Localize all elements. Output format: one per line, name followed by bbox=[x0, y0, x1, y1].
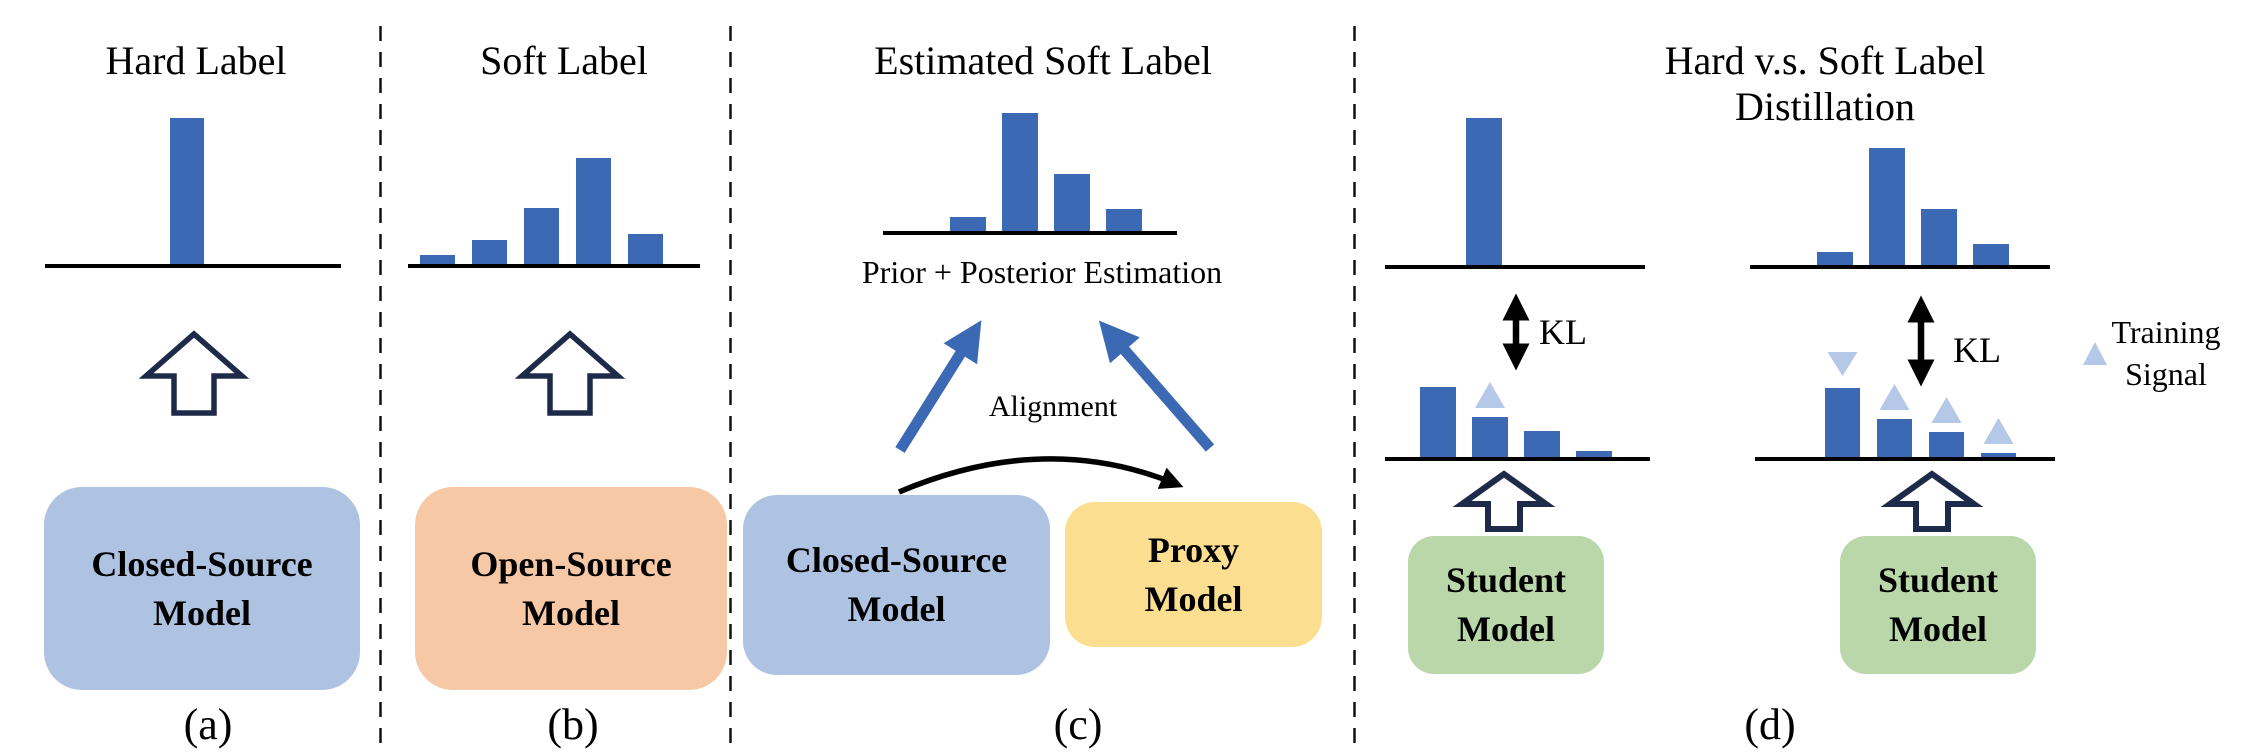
closed-source-model-box-c: Closed-Source Model bbox=[743, 495, 1050, 675]
probability-bar bbox=[170, 118, 204, 266]
soft-label-distribution bbox=[420, 158, 663, 266]
student-model-box-right: Student Model bbox=[1840, 536, 2036, 674]
alignment-arrow bbox=[897, 456, 1184, 495]
kl-label-left: KL bbox=[1539, 312, 1587, 352]
probability-bar bbox=[1817, 252, 1853, 267]
caption-c: (c) bbox=[1053, 700, 1103, 749]
probability-bar bbox=[1825, 388, 1860, 459]
panel-d-title: Hard v.s. Soft Label Distillation bbox=[1664, 38, 1986, 129]
training-signal-up-triangle bbox=[1475, 382, 1505, 408]
panel-a-title: Hard Label bbox=[105, 38, 287, 83]
probability-bar bbox=[1054, 174, 1090, 233]
probability-bar bbox=[1466, 118, 1502, 267]
hard-teacher-distribution bbox=[1466, 118, 1502, 267]
probability-bar bbox=[1002, 113, 1038, 233]
soft-student-distribution bbox=[1825, 352, 2016, 459]
closed-source-model-box-a: Closed-Source Model bbox=[44, 487, 360, 690]
training-signal-up-triangle bbox=[1983, 418, 2014, 444]
prior-posterior-caption: Prior + Posterior Estimation bbox=[861, 254, 1223, 290]
probability-bar bbox=[576, 158, 611, 266]
caption-b: (b) bbox=[547, 700, 599, 749]
alignment-label: Alignment bbox=[988, 390, 1118, 423]
probability-bar bbox=[1576, 451, 1612, 459]
probability-bar bbox=[1106, 209, 1142, 233]
training-signal-legend-label: Training Signal bbox=[2111, 314, 2221, 392]
probability-bar bbox=[950, 217, 986, 233]
soft-teacher-distribution bbox=[1817, 148, 2009, 267]
probability-bar bbox=[1524, 431, 1560, 459]
up-block-arrow-a bbox=[138, 330, 250, 416]
probability-bar bbox=[1420, 387, 1456, 459]
student-model-box-left: Student Model bbox=[1408, 536, 1604, 674]
up-block-arrow-d-right bbox=[1880, 470, 1984, 532]
training-signal-down-triangle bbox=[1827, 352, 1858, 376]
probability-bar bbox=[1981, 453, 2016, 459]
estimated-soft-label-distribution bbox=[950, 113, 1142, 233]
probability-bar bbox=[1472, 417, 1508, 459]
training-signal-triangle-icon bbox=[2083, 342, 2107, 365]
probability-bar bbox=[1877, 419, 1912, 459]
probability-bar bbox=[1973, 244, 2009, 267]
panel-c-title: Estimated Soft Label bbox=[874, 38, 1212, 83]
hard-label-distribution bbox=[170, 118, 204, 266]
panel-b-title: Soft Label bbox=[480, 38, 648, 83]
open-source-model-box: Open-Source Model bbox=[415, 487, 727, 690]
probability-bar bbox=[1921, 209, 1957, 267]
caption-d: (d) bbox=[1744, 700, 1796, 749]
probability-bar bbox=[1869, 148, 1905, 267]
up-block-arrow-b bbox=[514, 330, 626, 416]
hard-student-distribution bbox=[1420, 382, 1612, 459]
proxy-model-box: Proxy Model bbox=[1065, 502, 1322, 647]
estimation-arrow-left bbox=[895, 320, 982, 453]
probability-bar bbox=[1929, 432, 1964, 459]
kl-label-right: KL bbox=[1953, 330, 2001, 370]
training-signal-up-triangle bbox=[1879, 384, 1910, 410]
probability-bar bbox=[524, 208, 559, 266]
estimation-arrow-right bbox=[1098, 320, 1215, 452]
up-block-arrow-d-left bbox=[1452, 470, 1556, 532]
training-signal-up-triangle bbox=[1931, 397, 1962, 423]
probability-bar bbox=[420, 255, 455, 266]
probability-bar bbox=[628, 234, 663, 266]
probability-bar bbox=[472, 240, 507, 266]
caption-a: (a) bbox=[183, 700, 233, 749]
